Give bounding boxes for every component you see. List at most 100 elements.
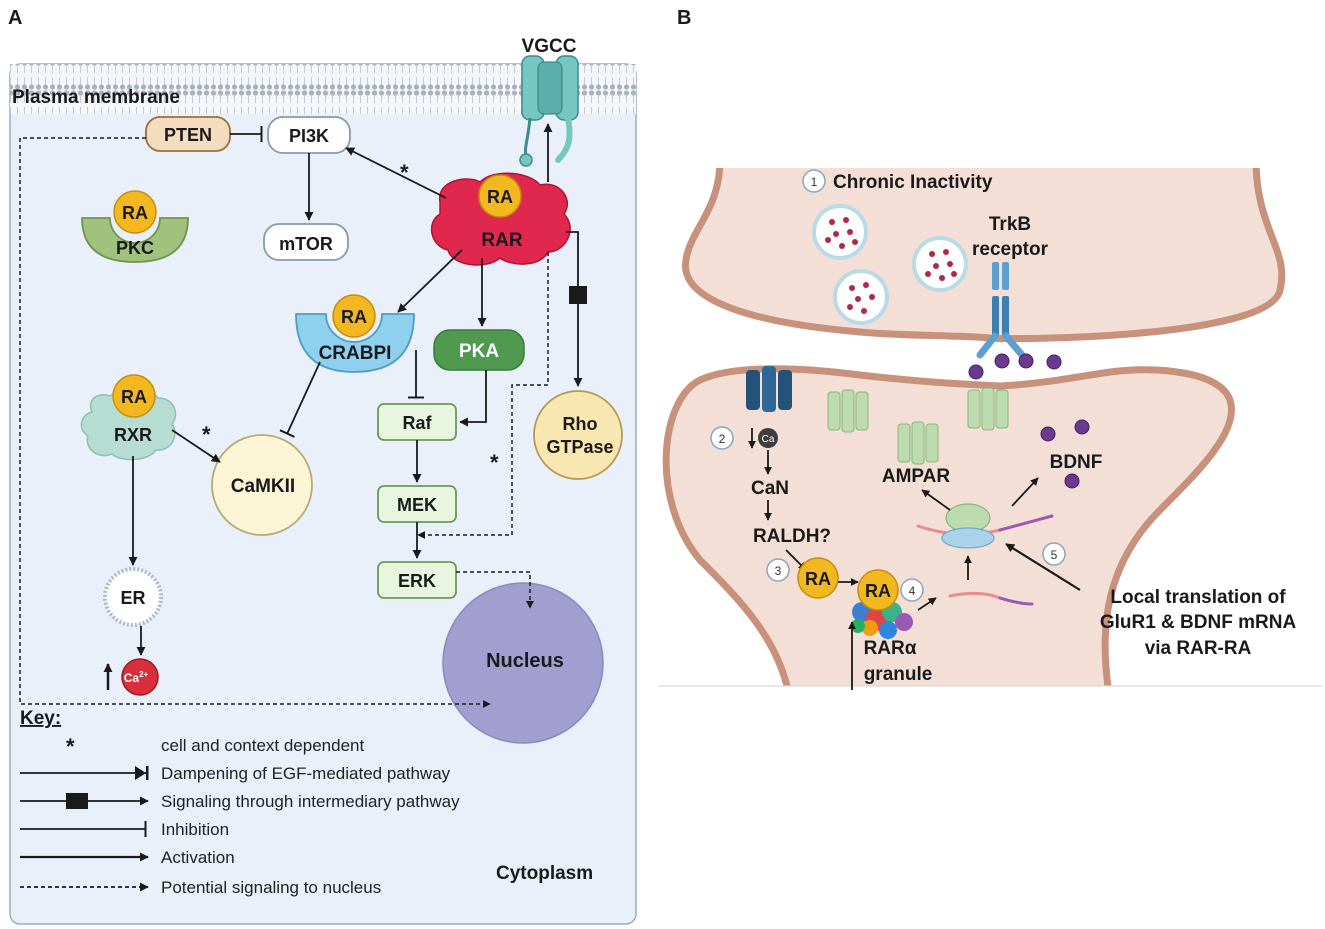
rxr-label: RXR [114, 425, 152, 445]
local-translation-line3: via RAR-RA [1145, 638, 1252, 659]
asterisk-pi3k: * [400, 160, 409, 185]
vesicle [833, 269, 889, 325]
erk-dashed-to-nucleus [456, 571, 534, 609]
ca-ion [758, 428, 778, 448]
crabpi-ra-circle [332, 294, 376, 338]
key-title: Key: [20, 708, 61, 729]
pi3k-label: PI3K [289, 126, 329, 146]
local-translation-line1: Local translation of [1110, 587, 1286, 608]
bdnf-label: BDNF [1050, 452, 1103, 473]
panel-a-dashed-edges [19, 137, 549, 708]
rho-label-line1: Rho [563, 414, 598, 434]
key-asterisk: * [66, 734, 75, 759]
ra-bound [857, 569, 899, 611]
vgcc-label: VGCC [522, 36, 577, 57]
local-translation-arrow [1005, 543, 1081, 591]
ribosome-to-bdnf [1011, 477, 1039, 507]
pten-label: PTEN [164, 125, 212, 145]
key-item-0: cell and context dependent [161, 736, 364, 755]
rara-label-line2: granule [864, 664, 933, 685]
mek-label: MEK [397, 495, 437, 515]
nucleus-label: Nucleus [486, 650, 564, 672]
ra-free-label: RA [805, 569, 831, 589]
rara-granule [851, 602, 913, 639]
vgcc-channel [519, 55, 579, 167]
rara-label-line1: RARα [864, 638, 917, 659]
can-label: CaN [751, 478, 789, 499]
key-item-5: Potential signaling to nucleus [161, 878, 381, 897]
crabpi-ra-label: RA [341, 307, 367, 327]
pkc-ra-circle [113, 190, 157, 234]
ribosome [941, 503, 995, 549]
ampar-label: AMPAR [882, 466, 951, 487]
rxr-ra-circle [112, 374, 156, 418]
rxr-ra-label: RA [121, 387, 147, 407]
mrna-upper-tail [998, 514, 1054, 532]
rar-node [430, 172, 571, 266]
crabpi-node [295, 313, 415, 373]
mtor-node [263, 223, 349, 261]
mrna-strands [916, 514, 1054, 606]
key-item-4: Activation [161, 848, 235, 867]
pkc-node [81, 217, 189, 263]
step-5-marker [1042, 542, 1066, 566]
key-intermediary-square [66, 793, 88, 809]
postsynaptic-terminal [662, 365, 1235, 686]
asterisk-rxr: * [202, 422, 211, 447]
er-node [103, 567, 163, 627]
panel-b-letter: B [677, 7, 691, 29]
key-item-3: Inhibition [161, 820, 229, 839]
step-1-label: 1 [811, 175, 818, 189]
erk-label: ERK [398, 571, 436, 591]
panel-a-edges [128, 123, 583, 656]
pten-dashed-to-nucleus [19, 137, 491, 708]
step-4-label: 4 [909, 584, 916, 598]
raldh-label: RALDH? [753, 526, 831, 547]
pka-to-raf [459, 370, 487, 427]
rar-dashed-to-erk [417, 252, 549, 539]
rho-label-line2: GTPase [546, 437, 613, 457]
step-2-marker [710, 426, 734, 450]
ampar-channels [827, 387, 1009, 465]
pkc-label: PKC [116, 238, 154, 258]
step-3-marker [766, 558, 790, 582]
key-item-1: Dampening of EGF-mediated pathway [161, 764, 451, 783]
rho-gtpase-node [533, 390, 623, 480]
step-2-label: 2 [719, 432, 726, 446]
step-3-label: 3 [775, 564, 782, 578]
rar-ra-label: RA [487, 187, 513, 207]
er-label: ER [120, 588, 145, 608]
ca2-node [121, 658, 159, 696]
ca2-label: Ca2+ [124, 670, 149, 685]
vesicle [812, 204, 868, 260]
rar-to-pi3k [345, 147, 447, 199]
asterisk-erk: * [490, 450, 499, 475]
pkc-ra-label: RA [122, 203, 148, 223]
intermediary-square [569, 286, 587, 304]
ra-bound-label: RA [865, 581, 891, 601]
rxr-to-camkii [171, 429, 221, 463]
step-1-marker [802, 169, 826, 193]
camkii-node [211, 434, 313, 536]
mrna-lower-tail [998, 596, 1034, 606]
chronic-inactivity-label: Chronic Inactivity [833, 172, 993, 193]
pka-label: PKA [459, 341, 499, 362]
vesicles [812, 204, 968, 325]
granule-to-mrna [917, 597, 937, 611]
rar-ra-circle [478, 174, 522, 218]
key-legend [20, 766, 149, 892]
ca-ion-label: Ca [762, 434, 775, 445]
raf-label: Raf [402, 413, 432, 433]
ra-free [797, 557, 839, 599]
camkii-label: CaMKII [231, 476, 295, 497]
pka-node [433, 329, 525, 371]
local-translation-line2: GluR1 & BDNF mRNA [1100, 612, 1297, 633]
trkb-receptor [976, 262, 1026, 359]
key-item-2: Signaling through intermediary pathway [161, 792, 460, 811]
step-4-marker [900, 578, 924, 602]
erk-node [377, 561, 457, 599]
step-5-label: 5 [1051, 548, 1058, 562]
rar-label: RAR [481, 230, 522, 251]
mtor-label: mTOR [279, 234, 333, 254]
